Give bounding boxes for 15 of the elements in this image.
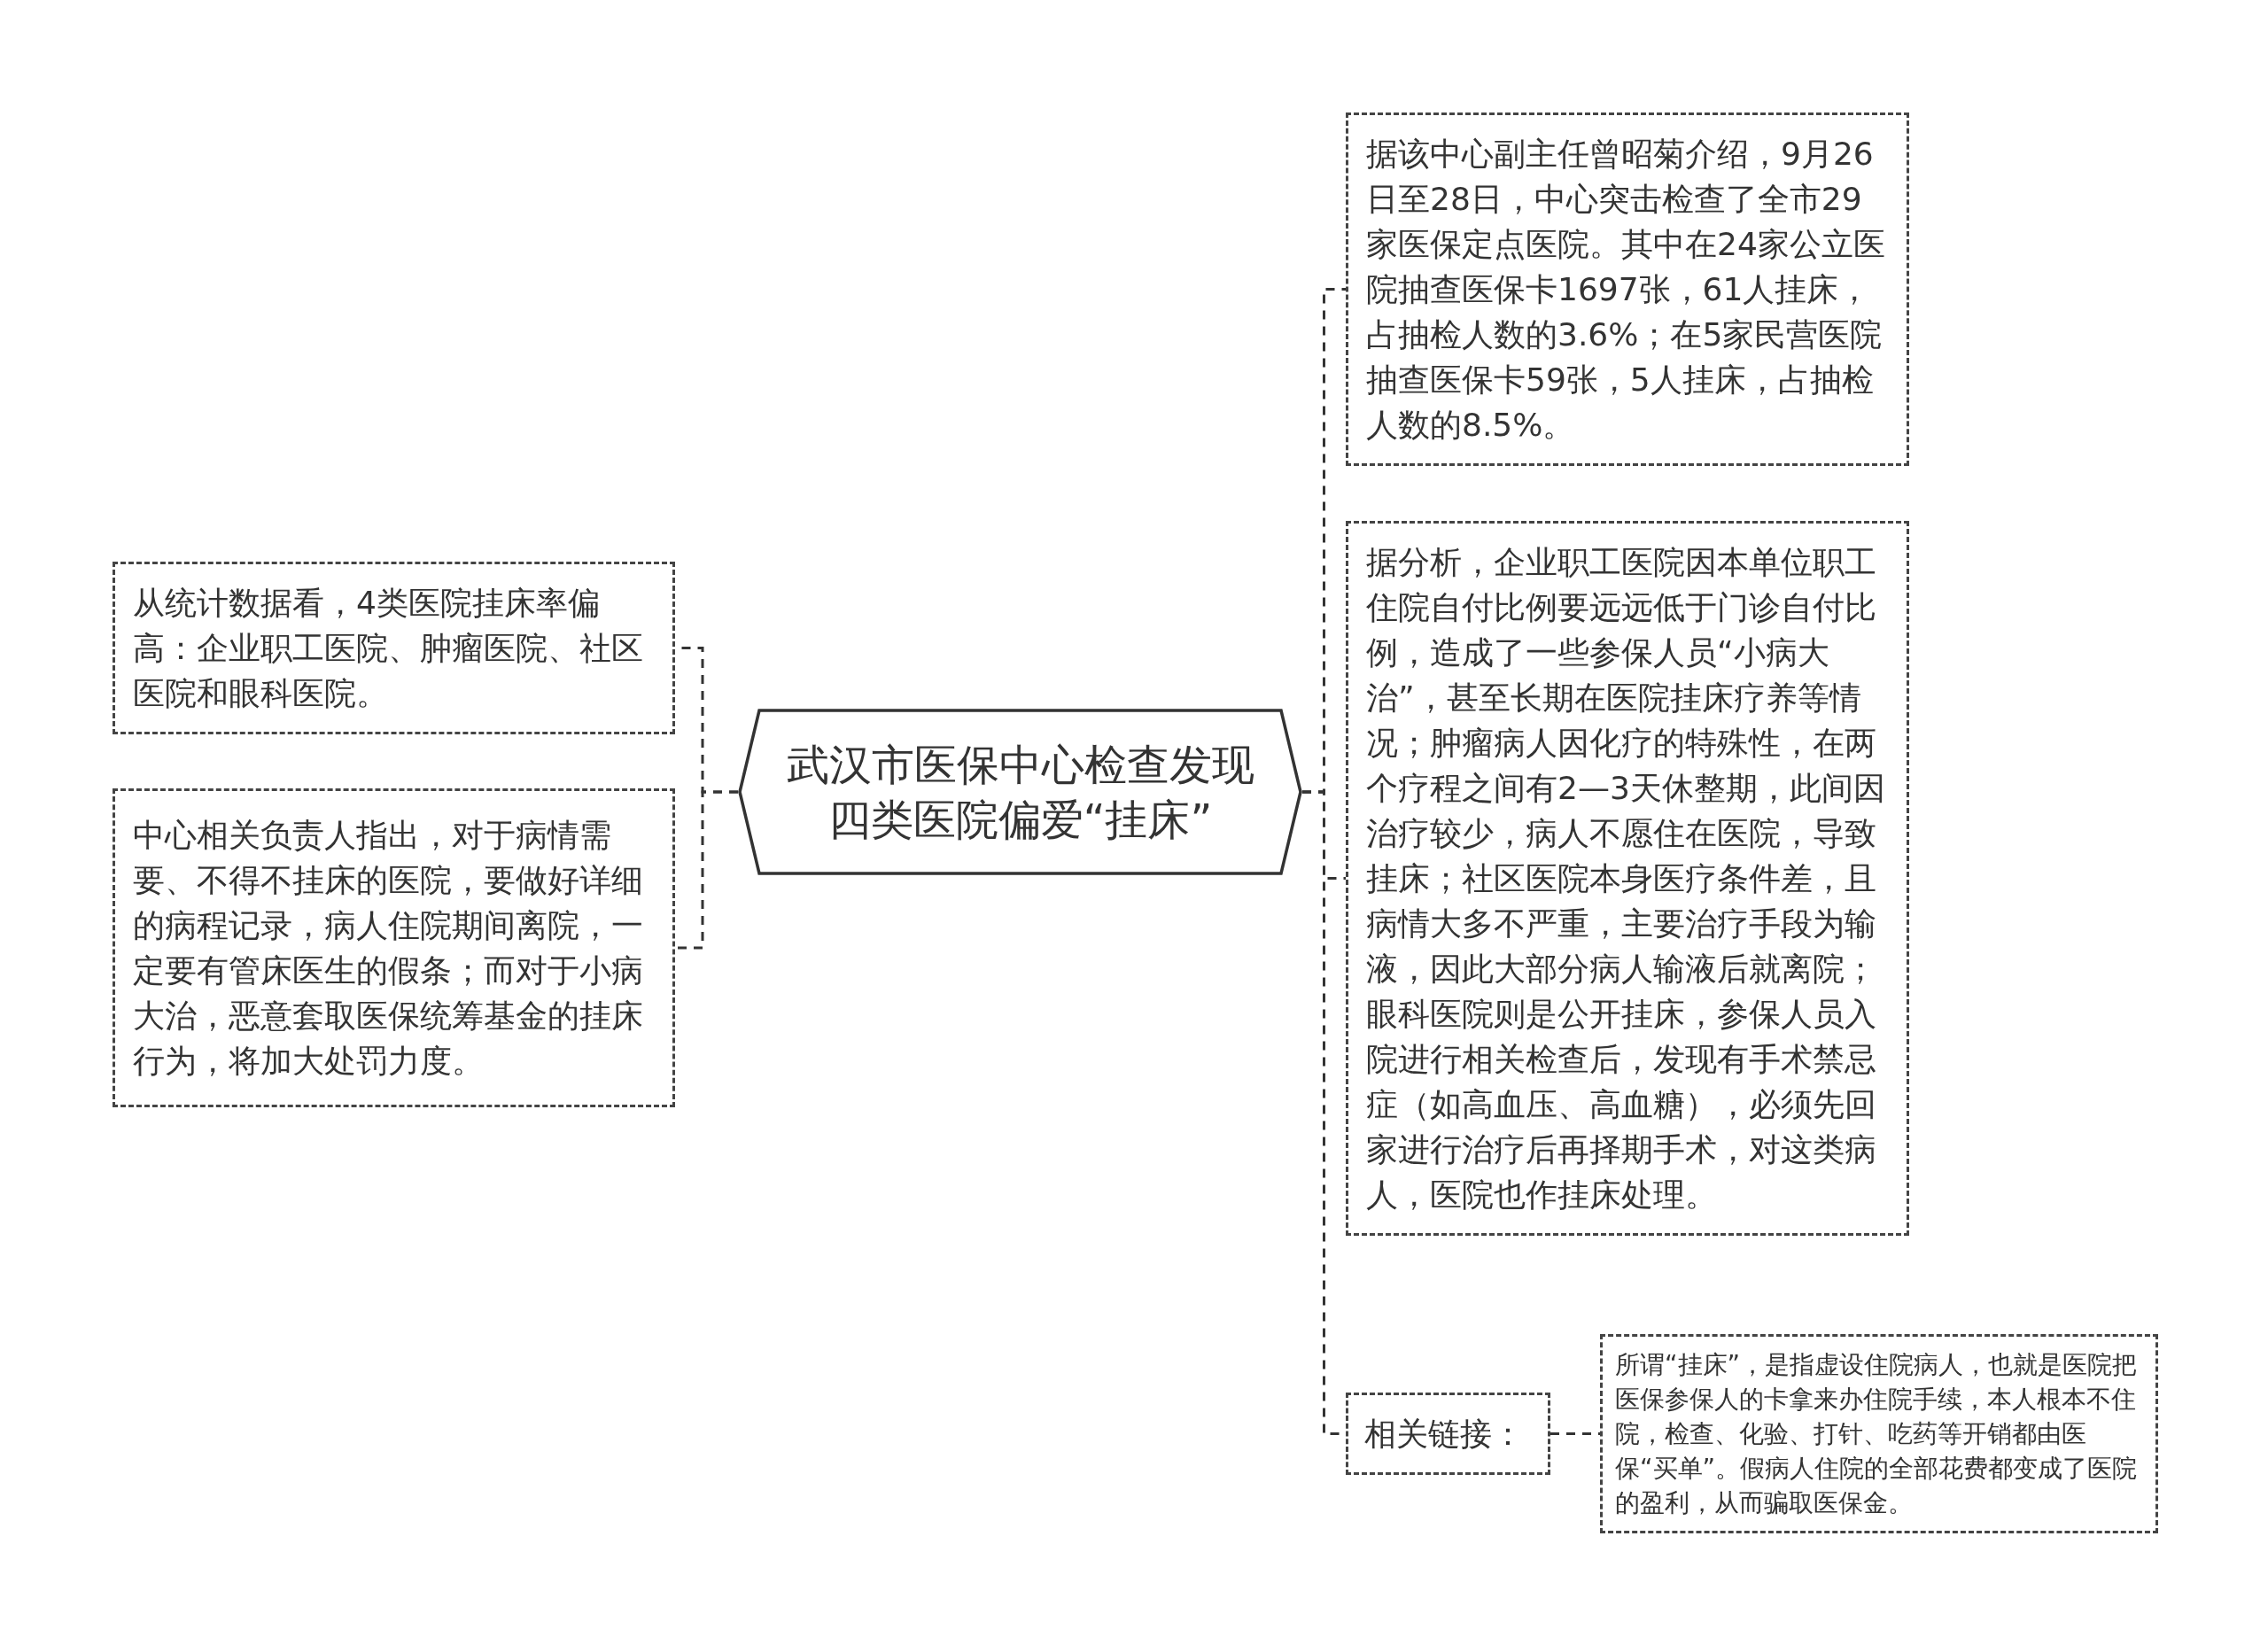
- note-box: [1600, 1334, 2158, 1533]
- note-box: [1346, 1393, 1550, 1475]
- connector-line: [1550, 1432, 1600, 1435]
- connector-line: [675, 790, 738, 950]
- note-text: 据该中心副主任曾昭菊介绍，9月26日至28日，中心突击检查了全市29家医保定点医院。其中在24家公立医院抽查医保卡1697张，61人挂床，占抽检人数的3.6%；在5家民营医院抽查医保卡59张，5人挂床，占抽检人数的8.5%。: [1366, 135, 1886, 445]
- note-text: 所谓“挂床”，是指虚设住院病人，也就是医院把医保参保人的卡拿来办住院手续，本人根本不住院，检查、化验、打针、吃药等开销都由医保“买单”。假病人住院的全部花费都变成了医院的盈利，从而骗取医保金。: [1615, 1349, 2138, 1519]
- note-text: 据分析，企业职工医院因本单位职工住院自付比例要远远低于门诊自付比例，造成了一些参保人员“小病大治”，甚至长期在医院挂床疗养等情况；肿瘤病人因化疗的特殊性，在两个疗程之间有2—3天休整期，此间因治疗较少，病人不愿住在医院，导致挂床；社区医院本身医疗条件差，且病情大多不严重，主要治疗手段为输液，因此大部分病人输液后就离院；眼科医院则是公开挂床，参保人员入院进行相关检查后，发现有手术禁忌症（如高血压、高血糖），必须先回家进行治疗后再择期手术，对这类病人，医院也作挂床处理。: [1366, 543, 1886, 1214]
- topic-hexagon: [738, 709, 1302, 875]
- note-text: 从统计数据看，4类医院挂床率偏高：企业职工医院、肿瘤医院、社区医院和眼科医院。: [133, 584, 644, 713]
- topic-title: 武汉市医保中心检查发现四类医院偏爱“挂床”: [785, 739, 1255, 846]
- note-text: 中心相关负责人指出，对于病情需要、不得不挂床的医院，要做好详细的病程记录，病人住院期间离院，一定要有管床医生的假条；而对于小病大治，恶意套取医保统筹基金的挂床行为，将加大处罚力度。: [133, 816, 644, 1081]
- note-box: [113, 788, 675, 1107]
- note-box: [113, 562, 675, 734]
- note-text: 相关链接：: [1364, 1415, 1525, 1454]
- note-box: [1346, 113, 1909, 466]
